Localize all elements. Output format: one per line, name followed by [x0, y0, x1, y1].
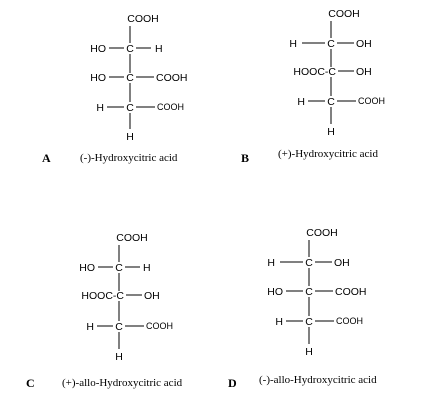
a-row1-right: H [155, 43, 163, 55]
b-row3-right: COOH [358, 96, 385, 106]
d-top-group: COOH [306, 227, 338, 239]
a-row1-left: HO [90, 43, 106, 55]
structure-d: COOH H C OH HO C COOH H C COOH H D (-)-a… [228, 227, 377, 390]
a-row2-carbon: C [126, 72, 134, 84]
d-row3-left: H [275, 316, 283, 328]
a-bottom-group: H [126, 131, 134, 143]
a-row2-left: HO [90, 72, 106, 84]
d-row2-right: COOH [335, 286, 367, 298]
d-row2-left: HO [267, 286, 283, 298]
c-label-letter: C [26, 376, 35, 390]
d-caption: (-)-allo-Hydroxycitric acid [259, 374, 377, 386]
d-row2-carbon: C [305, 286, 313, 298]
c-row3-left: H [86, 321, 94, 333]
b-row3-left: H [297, 96, 305, 108]
b-row2-left: HOOC-C [293, 66, 336, 78]
a-row3-carbon: C [126, 102, 134, 114]
c-row1-carbon: C [115, 262, 123, 274]
d-row1-left: H [267, 257, 275, 269]
c-row1-left: HO [79, 262, 95, 274]
c-row2-right: OH [144, 290, 160, 302]
d-bottom-group: H [305, 346, 313, 358]
d-row1-right: OH [334, 257, 350, 269]
b-row1-right: OH [356, 38, 372, 50]
d-row3-carbon: C [305, 316, 313, 328]
b-row2-right: OH [356, 66, 372, 78]
d-row1-carbon: C [305, 257, 313, 269]
b-caption: (+)-Hydroxycitric acid [278, 148, 378, 160]
d-row3-right: COOH [336, 316, 363, 326]
b-top-group: COOH [328, 8, 360, 20]
a-row3-right: COOH [157, 102, 184, 112]
a-row1-carbon: C [126, 43, 134, 55]
c-top-group: COOH [116, 232, 148, 244]
c-row1-right: H [143, 262, 151, 274]
b-row1-left: H [289, 38, 297, 50]
a-label-letter: A [42, 151, 51, 165]
c-row3-carbon: C [115, 321, 123, 333]
c-row2-left: HOOC-C [81, 290, 124, 302]
c-bottom-group: H [115, 351, 123, 363]
c-caption: (+)-allo-Hydroxycitric acid [62, 377, 183, 389]
structure-c: COOH HO C H HOOC-C OH H C COOH H C (+)-a… [26, 232, 183, 390]
b-label-letter: B [241, 151, 249, 165]
b-row1-carbon: C [327, 38, 335, 50]
b-bottom-group: H [327, 126, 335, 138]
structure-b: COOH H C OH HOOC-C OH H C COOH H B (+)-H… [241, 8, 385, 165]
a-row2-right: COOH [156, 72, 188, 84]
a-top-group: COOH [127, 13, 159, 25]
c-row3-right: COOH [146, 321, 173, 331]
structure-a: COOH HO C H HO C COOH H C COOH H A (-)-H… [42, 13, 188, 165]
b-row3-carbon: C [327, 96, 335, 108]
d-label-letter: D [228, 376, 237, 390]
a-row3-left: H [96, 102, 104, 114]
a-caption: (-)-Hydroxycitric acid [80, 152, 178, 164]
